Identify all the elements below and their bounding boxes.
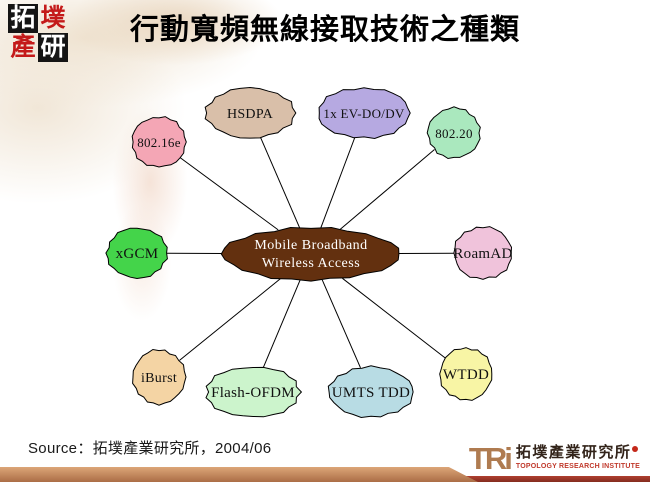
diagram-edge-hsdpa (260, 137, 301, 229)
corner-logo-char-2: 墣 (40, 5, 66, 32)
tri-logo-acronym: TRi (468, 441, 513, 476)
diagram-hub-label-line-1: Mobile Broadband (254, 238, 367, 253)
diagram-node-label-hsdpa: HSDPA (227, 107, 274, 122)
diagram-edge-wtdd (342, 277, 446, 359)
diagram-node-label-umts-tdd: UMTS TDD (332, 385, 410, 401)
tri-logo-red-dot-icon (632, 446, 638, 452)
diagram-node-wtdd (439, 347, 493, 401)
source-note: Source：拓墣產業研究所，2004/06 (28, 440, 272, 457)
diagram-node-iburst (132, 348, 187, 406)
topology-corner-logo: 拓 墣 產 研 (8, 4, 68, 62)
tri-logo-name-zh: 拓墣產業研究所 (515, 445, 632, 461)
diagram-node-label-802-16e: 802.16e (137, 135, 181, 150)
diagram-node-flash-ofdm (205, 366, 303, 418)
tri-footer-logo: TRi 拓墣產業研究所 TOPOLOGY RESEARCH INSTITUTE (468, 441, 640, 476)
corner-logo-char-4: 研 (38, 33, 68, 62)
diagram-node-802-20 (426, 106, 481, 160)
diagram-edge-802-20 (339, 149, 435, 230)
corner-logo-char-1: 拓 (8, 4, 38, 33)
diagram-node-label-flash-ofdm: Flash-OFDM (211, 385, 295, 401)
diagram-edge-flash-ofdm (262, 279, 301, 368)
footer-bar-tan (0, 467, 478, 482)
diagram-node-label-1x-ev-do-dv: 1x EV-DO/DV (323, 106, 404, 121)
diagram-node-label-roamad: RoamAD (453, 246, 512, 262)
diagram-edge-802-16e (179, 157, 279, 231)
page-title: 行動寬頻無線接取技術之種類 (129, 14, 520, 46)
diagram-edge-1x-ev-do-dv (320, 137, 356, 229)
diagram-node-roamad (453, 226, 513, 280)
diagram-node-umts-tdd (327, 365, 414, 419)
diagram-hub-mobile-broadband-wireless-access (220, 226, 400, 282)
diagram-edge-iburst (179, 278, 282, 361)
diagram-edge-umts-tdd (321, 279, 361, 368)
footer-bar-red-strip (456, 476, 650, 482)
diagram-node-label-xgcm: xGCM (116, 246, 159, 262)
tri-logo-names: 拓墣產業研究所 TOPOLOGY RESEARCH INSTITUTE (516, 445, 640, 471)
diagram-hub-label-line-2: Wireless Access (262, 256, 360, 271)
diagram-node-label-wtdd: WTDD (443, 367, 489, 383)
corner-logo-char-3: 產 (10, 34, 36, 61)
tri-logo-name-en: TOPOLOGY RESEARCH INSTITUTE (515, 463, 640, 470)
diagram-node-label-802-20: 802.20 (435, 126, 473, 141)
diagram-node-label-iburst: iBurst (141, 371, 177, 386)
